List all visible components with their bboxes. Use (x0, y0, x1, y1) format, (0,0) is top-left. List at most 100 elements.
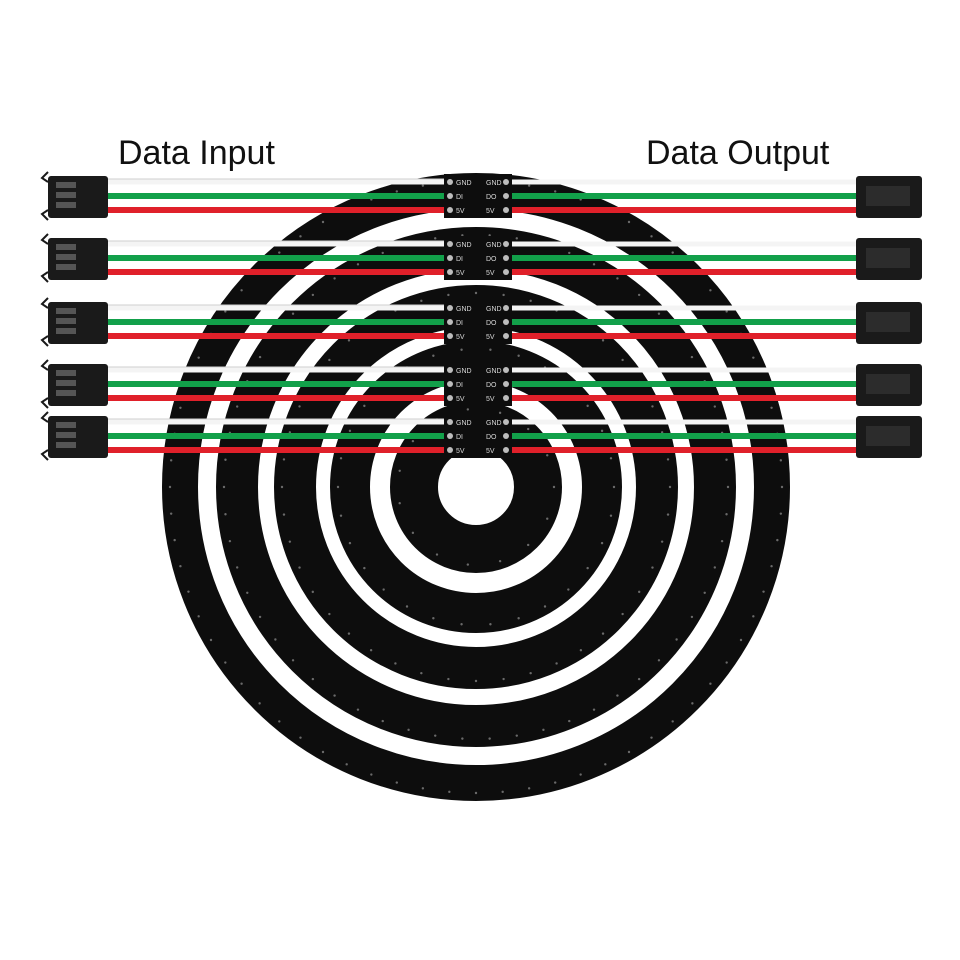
led-dot (278, 720, 281, 723)
pad-label-in: GND (456, 306, 472, 313)
led-dot (348, 541, 352, 545)
led-dot (347, 632, 351, 635)
input-latch-2 (40, 233, 49, 283)
connector-pin (56, 192, 76, 198)
ring-pcb-4 (330, 341, 622, 633)
led-dot (432, 354, 435, 357)
led-dot (555, 662, 558, 665)
led-dot (395, 190, 399, 193)
led-dot (298, 405, 301, 408)
led-dot (657, 659, 661, 662)
led-dot (586, 566, 589, 570)
led-dot (187, 590, 190, 593)
led-dot (627, 750, 631, 754)
led-dot (311, 293, 315, 297)
led-dot (460, 348, 463, 351)
led-dot (691, 702, 694, 705)
led-dot (713, 405, 717, 408)
led-dot (321, 220, 325, 224)
solder-joint (503, 419, 509, 425)
solder-joint (447, 255, 453, 261)
led-dot (435, 553, 439, 556)
led-dot (298, 566, 301, 569)
pad-label-out: 5V (486, 208, 495, 215)
led-dot (546, 517, 549, 520)
solder-joint (447, 419, 453, 425)
connector-pin (56, 432, 76, 438)
led-dot (498, 411, 502, 415)
led-dot (461, 737, 464, 740)
led-dot (356, 708, 360, 711)
led-dot (311, 677, 315, 681)
pad-label-out: 5V (486, 334, 495, 341)
led-dot (246, 591, 249, 595)
solder-joint (503, 367, 509, 373)
solder-joint (447, 193, 453, 199)
solder-pad-block (444, 300, 512, 344)
led-dot (363, 404, 366, 408)
led-dot (474, 679, 478, 683)
solder-joint (447, 381, 453, 387)
led-dot (668, 485, 672, 489)
led-dot (725, 513, 728, 516)
pad-label-out: GND (486, 368, 502, 375)
pad-label-out: DO (486, 194, 497, 201)
led-dot (420, 671, 423, 675)
solder-joint (503, 319, 509, 325)
led-dot (780, 485, 784, 489)
pad-label-out: DO (486, 256, 497, 263)
led-dot (637, 677, 641, 681)
led-dot (553, 190, 557, 193)
led-dot (282, 458, 286, 461)
led-dot (489, 348, 492, 351)
led-dot (690, 615, 694, 619)
led-dot (660, 431, 664, 434)
led-dot (616, 277, 619, 280)
led-dot (651, 405, 654, 408)
pad-label-out: GND (486, 306, 502, 313)
solder-joint (447, 395, 453, 401)
connector-pin (56, 422, 76, 428)
led-dot (546, 454, 549, 457)
connector-pin (56, 370, 76, 376)
connector-pin (56, 244, 76, 250)
led-dot (600, 429, 604, 433)
led-dot (291, 659, 295, 662)
input-latch-3 (40, 297, 49, 347)
led-dot (369, 649, 373, 652)
led-dot (526, 427, 530, 431)
led-dot (601, 339, 605, 342)
led-dot (169, 459, 173, 462)
led-dot (348, 429, 352, 433)
led-dot (466, 408, 470, 411)
led-dot (592, 263, 596, 266)
led-dot (299, 736, 302, 739)
led-dot (553, 781, 557, 784)
led-dot (600, 541, 604, 545)
led-dot (501, 790, 504, 794)
led-dot (339, 457, 343, 460)
connector-pin (56, 202, 76, 208)
connector-pin (56, 308, 76, 314)
led-dot (421, 184, 425, 187)
led-dot (168, 485, 172, 489)
led-dot (461, 234, 464, 237)
pad-label-in: GND (456, 242, 472, 249)
led-dot (627, 220, 631, 224)
led-dot (224, 661, 227, 664)
led-dot (709, 682, 712, 685)
connector-pin (56, 442, 76, 448)
led-dot (657, 312, 661, 315)
led-dot (601, 632, 605, 635)
led-dot (434, 734, 437, 737)
led-dot (579, 773, 582, 776)
led-dot (725, 310, 728, 313)
led-dot (398, 502, 401, 505)
led-dot (224, 513, 227, 516)
led-dot (235, 566, 239, 569)
led-dot (616, 694, 619, 697)
